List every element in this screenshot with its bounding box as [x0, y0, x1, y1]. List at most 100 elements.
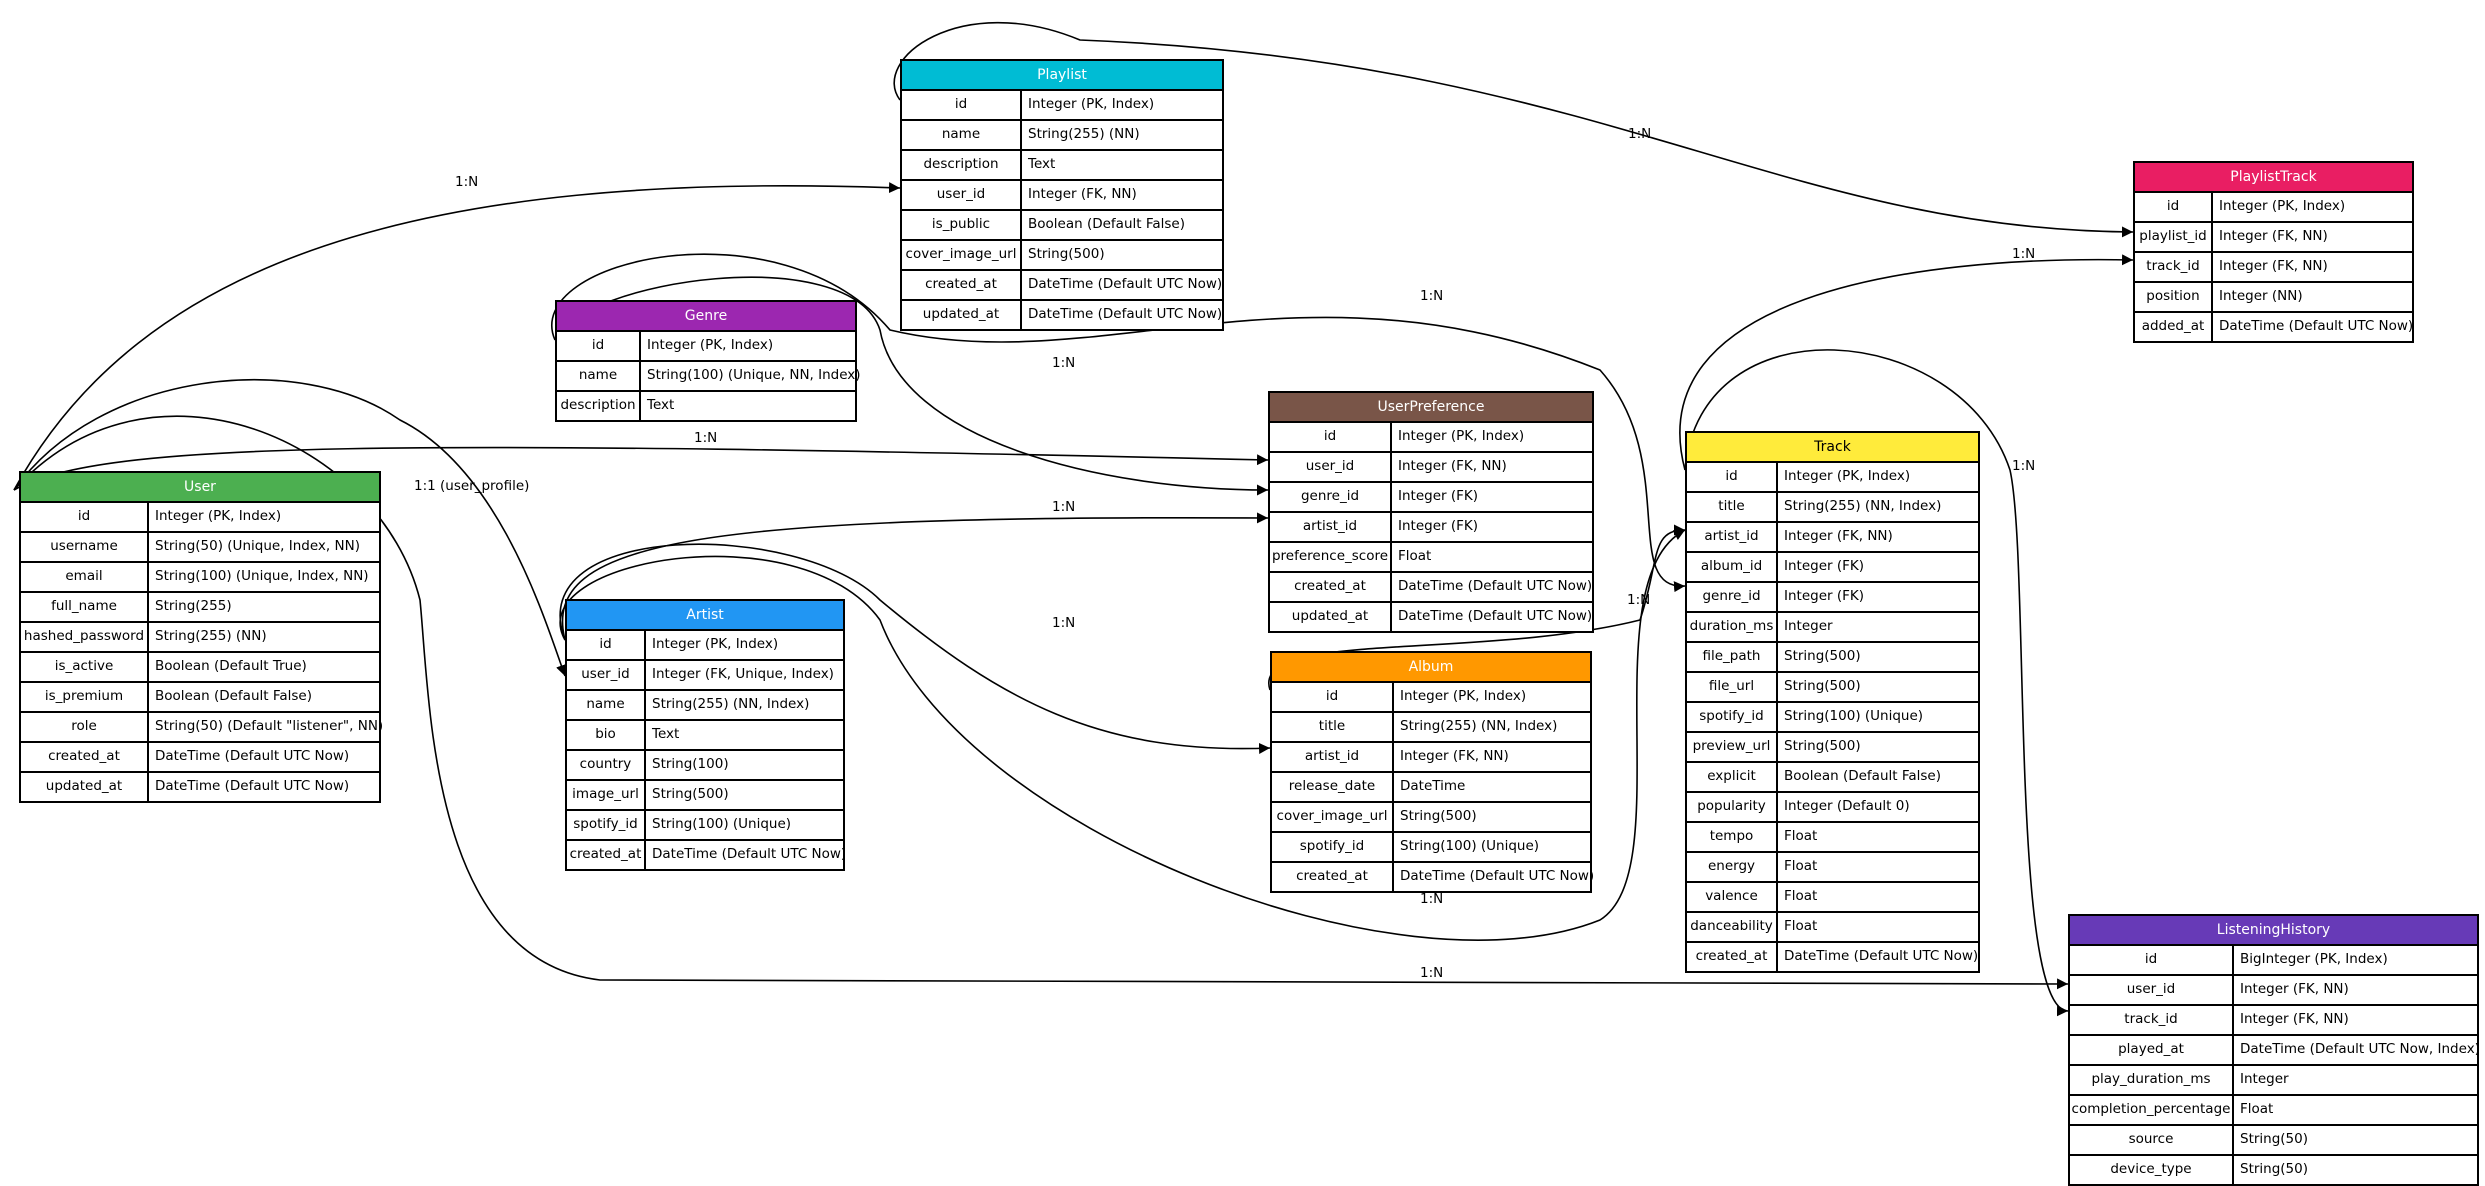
column-type: String(500) [1028, 246, 1105, 262]
column-name: tempo [1687, 823, 1778, 851]
entity-header: ListeningHistory [2070, 916, 2477, 946]
column-name: file_url [1687, 673, 1778, 701]
column-row: id Integer (PK, Index) [2135, 193, 2412, 223]
column-type: String(50) (Unique, Index, NN) [155, 538, 360, 554]
column-type: Integer (PK, Index) [1400, 688, 1527, 704]
column-name: id [21, 503, 149, 531]
column-type: DateTime (Default UTC Now) [1400, 868, 1595, 884]
column-name: spotify_id [1272, 833, 1394, 861]
edge-label: 1:N [1052, 355, 1075, 371]
column-name: image_url [567, 781, 646, 809]
column-name: is_public [902, 211, 1022, 239]
column-type: String(100) (Unique, NN, Index) [647, 367, 861, 383]
column-type: DateTime (Default UTC Now) [652, 846, 847, 862]
column-name: hashed_password [21, 623, 149, 651]
column-name: genre_id [1270, 483, 1392, 511]
column-row: explicit Boolean (Default False) [1687, 763, 1978, 793]
column-name: spotify_id [1687, 703, 1778, 731]
column-row: id Integer (PK, Index) [21, 503, 379, 533]
column-type: Boolean (Default False) [1028, 216, 1185, 232]
column-type: Integer (PK, Index) [652, 636, 779, 652]
column-name: play_duration_ms [2070, 1066, 2234, 1094]
column-name: id [1687, 463, 1778, 491]
edge-genre-userpreference [554, 276, 1269, 496]
column-type: Integer (Default 0) [1784, 798, 1910, 814]
column-name: source [2070, 1126, 2234, 1154]
column-type: Float [1398, 548, 1432, 564]
column-name: cover_image_url [902, 241, 1022, 269]
column-type: Integer (PK, Index) [1398, 428, 1525, 444]
column-type: Integer (PK, Index) [1784, 468, 1911, 484]
column-row: is_public Boolean (Default False) [902, 211, 1222, 241]
column-type: Integer (PK, Index) [2219, 198, 2346, 214]
column-name: title [1687, 493, 1778, 521]
column-name: country [567, 751, 646, 779]
column-row: play_duration_ms Integer [2070, 1066, 2477, 1096]
edge-playlist-playlisttrack [893, 21, 2134, 238]
column-type: Integer (FK, NN) [2240, 981, 2349, 997]
edge-label: 1:N [1627, 592, 1650, 608]
edge-track-playlisttrack [1679, 254, 2134, 471]
edge-label: 1:N [1420, 965, 1443, 981]
column-name: id [567, 631, 646, 659]
column-type: Float [1784, 918, 1818, 934]
column-name: playlist_id [2135, 223, 2213, 251]
column-type: String(500) [1784, 648, 1861, 664]
column-name: updated_at [21, 773, 149, 801]
column-type: Boolean (Default False) [1784, 768, 1941, 784]
column-type: String(500) [1400, 808, 1477, 824]
column-name: name [557, 362, 641, 390]
edge-user-playlist [13, 182, 901, 491]
column-name: genre_id [1687, 583, 1778, 611]
edge-label: 1:N [1420, 288, 1443, 304]
column-name: explicit [1687, 763, 1778, 791]
edge-label: 1:N [2012, 246, 2035, 262]
column-type: Integer [2240, 1071, 2289, 1087]
column-type: String(100) [652, 756, 729, 772]
column-name: artist_id [1687, 523, 1778, 551]
column-name: email [21, 563, 149, 591]
column-name: created_at [567, 841, 646, 869]
column-row: id Integer (PK, Index) [567, 631, 843, 661]
edge-label: 1:N [2012, 458, 2035, 474]
column-type: DateTime (Default UTC Now) [1398, 608, 1593, 624]
column-name: device_type [2070, 1156, 2234, 1184]
column-type: BigInteger (PK, Index) [2240, 951, 2388, 967]
column-name: name [902, 121, 1022, 149]
column-type: Integer (PK, Index) [155, 508, 282, 524]
edge-user-userpreference [13, 446, 1269, 491]
column-row: country String(100) [567, 751, 843, 781]
column-type: Integer (FK, NN) [1784, 528, 1893, 544]
column-type: Integer (FK, Unique, Index) [652, 666, 834, 682]
column-name: id [2135, 193, 2213, 221]
